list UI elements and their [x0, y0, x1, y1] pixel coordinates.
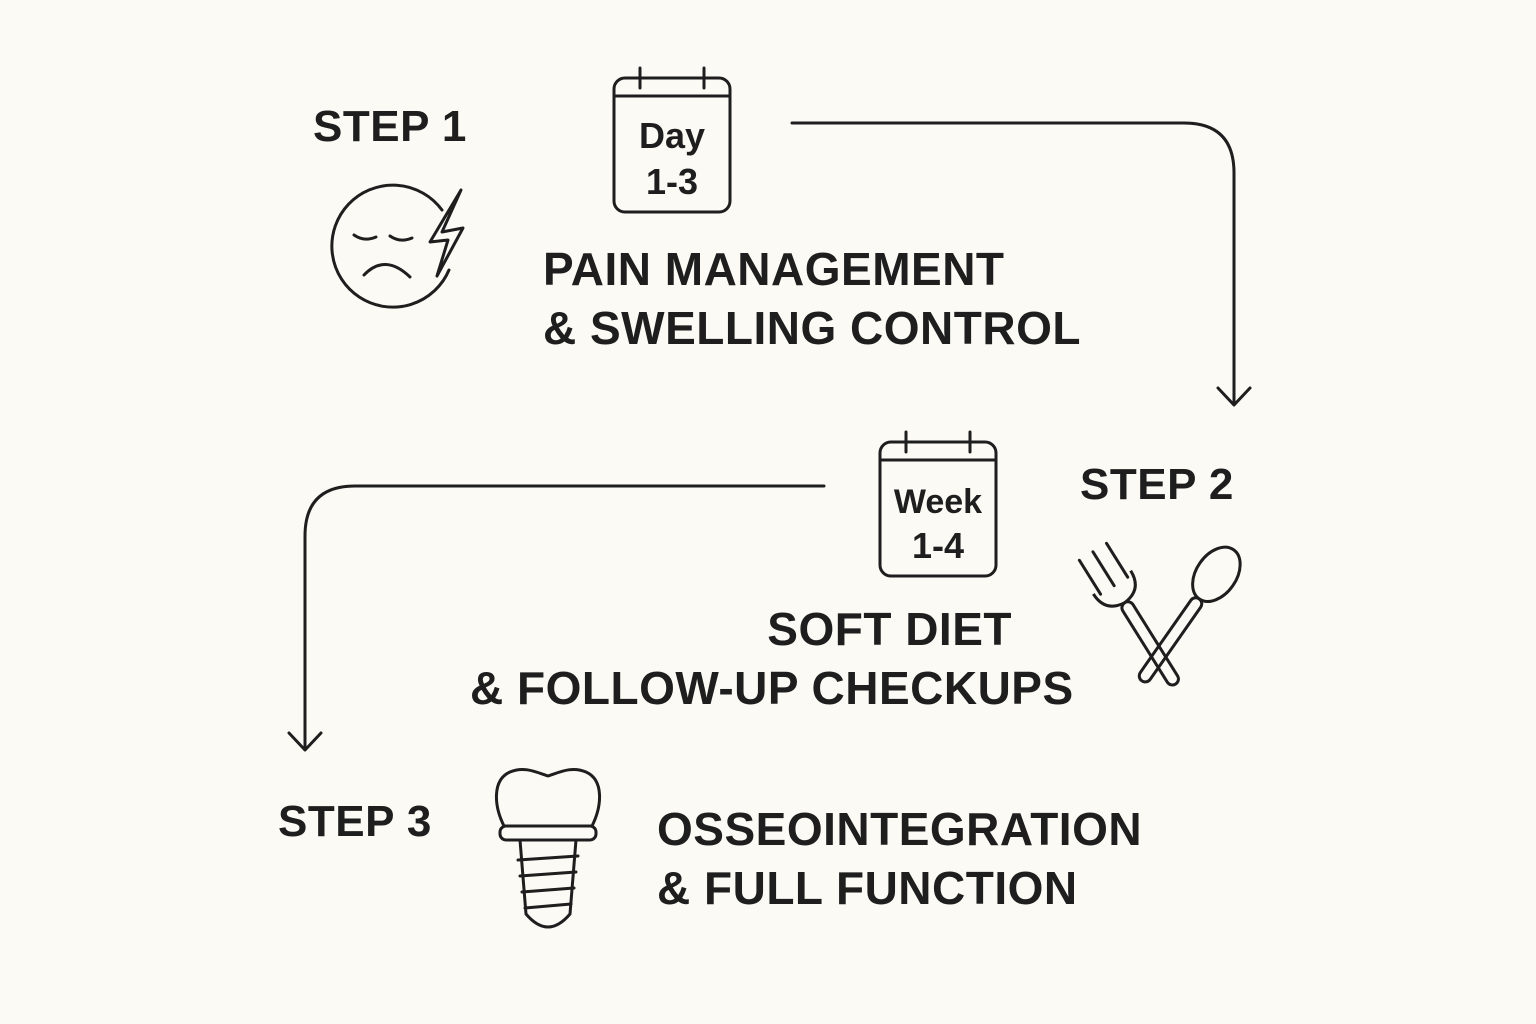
arrowhead-step2	[1216, 386, 1252, 407]
step-1-label: STEP 1	[313, 102, 467, 151]
sad-face-pain-icon	[320, 180, 480, 325]
step-3-description-line-1: OSSEOINTEGRATION	[657, 803, 1143, 855]
arrowhead-step3	[287, 731, 323, 752]
calendar-icon: Week 1-4	[878, 430, 998, 580]
step-3-description-line-2: & FULL FUNCTION	[657, 862, 1078, 914]
calendar-range: 1-4	[911, 525, 965, 566]
arrow-step1-to-step2	[790, 121, 1236, 406]
step-1-description-line-2: & SWELLING CONTROL	[543, 302, 1081, 354]
step-1-description-line-1: PAIN MANAGEMENT	[543, 243, 1005, 295]
step-2-description-line-2: & FOLLOW-UP CHECKUPS	[470, 662, 1074, 714]
arrow-step2-to-step3	[303, 484, 826, 751]
step-2-label: STEP 2	[1080, 460, 1234, 509]
calendar-unit: Week	[893, 483, 983, 521]
calendar-range: 1-3	[645, 161, 699, 202]
step-3-description: OSSEOINTEGRATION & FULL FUNCTION	[657, 800, 1142, 918]
step-2-description: SOFT DIET & FOLLOW-UP CHECKUPS	[470, 600, 1074, 718]
step-3-label: STEP 3	[278, 797, 432, 846]
step-2-description-line-1: SOFT DIET	[767, 603, 1012, 655]
dental-implant-icon	[488, 764, 608, 940]
fork-and-spoon-icon	[1077, 532, 1242, 692]
step-1-description: PAIN MANAGEMENT & SWELLING CONTROL	[543, 240, 1081, 358]
calendar-unit: Day	[638, 115, 706, 156]
calendar-icon: Day 1-3	[612, 66, 732, 216]
